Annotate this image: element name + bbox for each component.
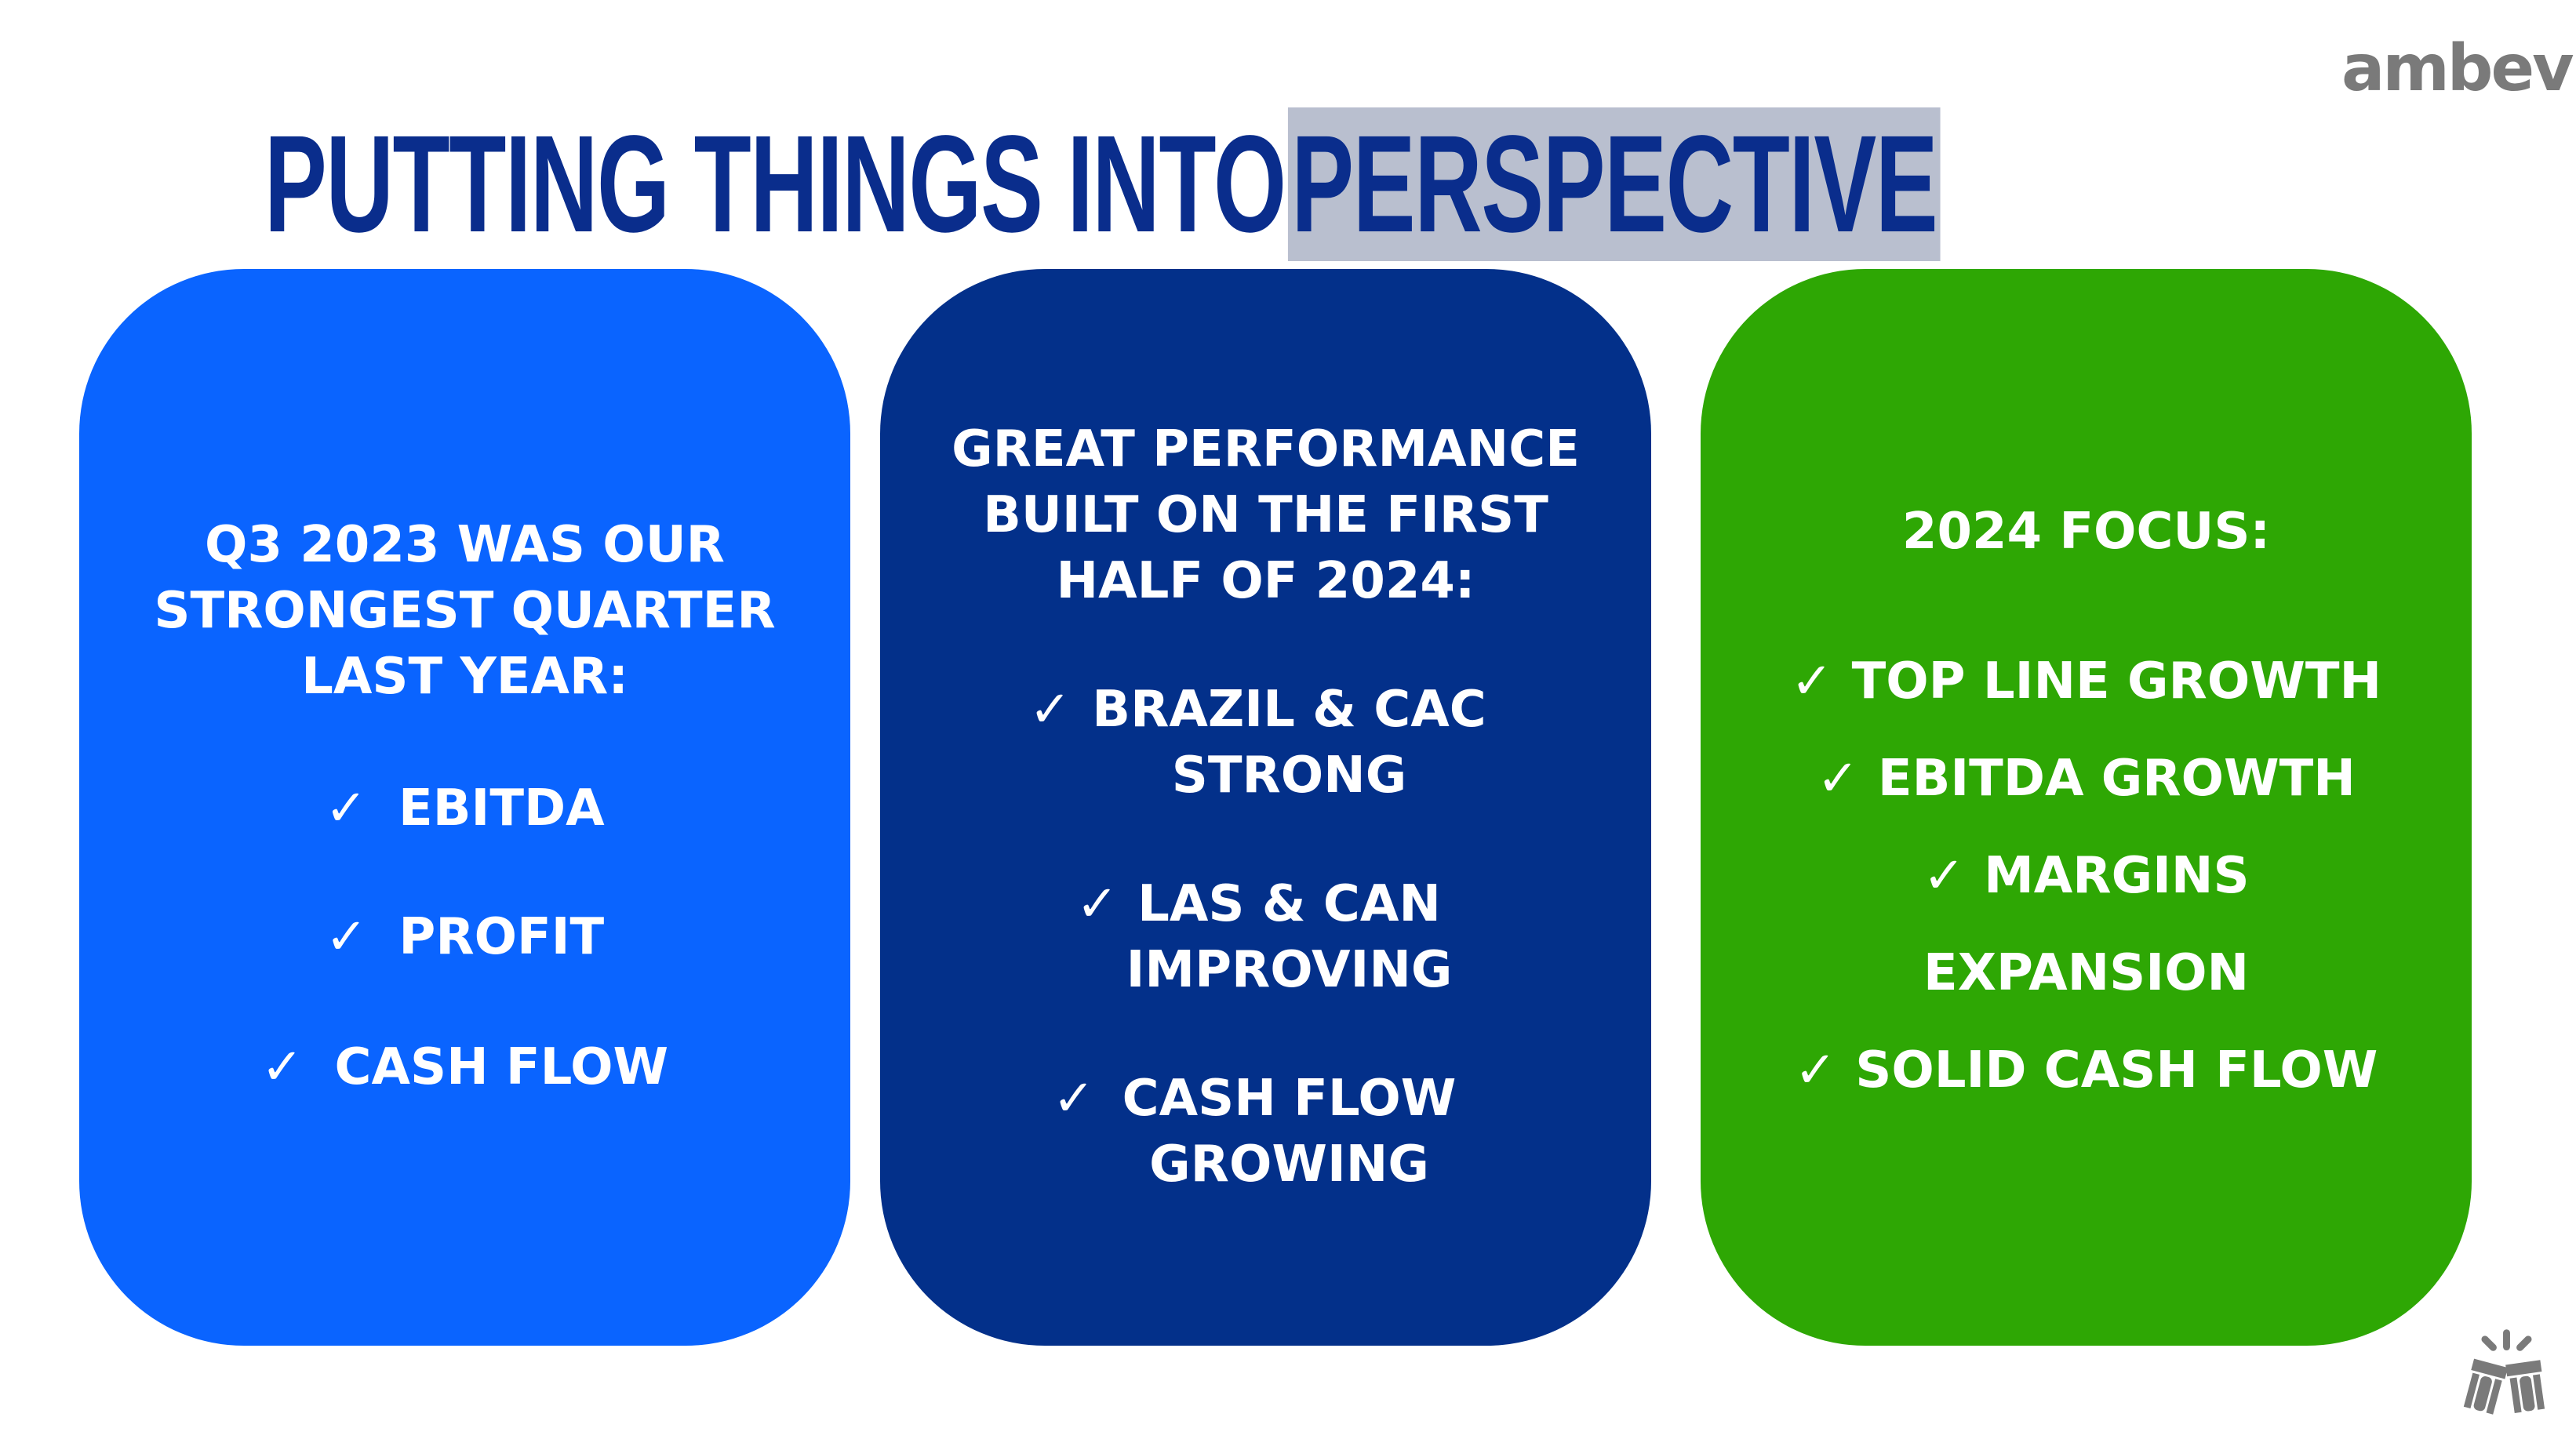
card-q3-2023: Q3 2023 WAS OUR STRONGEST QUARTER LAST Y… xyxy=(79,269,850,1346)
check-icon: ✓ xyxy=(325,908,368,966)
item-label: CASH FLOW xyxy=(334,1038,669,1096)
check-icon: ✓ xyxy=(325,779,367,838)
card-title: Q3 2023 WAS OUR STRONGEST QUARTER LAST Y… xyxy=(79,512,850,710)
title-line: STRONGEST QUARTER xyxy=(154,582,776,640)
list-item: ✓ EBITDA GROWTH xyxy=(1701,746,2472,812)
card-title: 2024 FOCUS: xyxy=(1901,503,2271,561)
card-first-half-2024: GREAT PERFORMANCE BUILT ON THE FIRST HAL… xyxy=(880,269,1651,1346)
cheers-cups-icon xyxy=(2463,1329,2545,1415)
card-2024-focus: 2024 FOCUS: ✓ TOP LINE GROWTH ✓ EBITDA GRO… xyxy=(1701,269,2472,1346)
item-label: EBITDA GROWTH xyxy=(1877,750,2356,808)
title-line: HALF OF 2024: xyxy=(1056,552,1475,610)
item-line: STRONG xyxy=(1171,747,1407,805)
list-item-continuation: EXPANSION xyxy=(1923,944,2250,1002)
item-line: CASH FLOW xyxy=(1122,1070,1457,1128)
check-icon: ✓ xyxy=(1076,875,1119,933)
card-title: GREAT PERFORMANCE BUILT ON THE FIRST HAL… xyxy=(880,416,1651,614)
ambev-logo: ambev xyxy=(2341,31,2574,106)
title-line: LAST YEAR: xyxy=(301,648,628,706)
check-icon: ✓ xyxy=(260,1038,304,1096)
title-line: BUILT ON THE FIRST xyxy=(983,486,1548,544)
list-item: ✓ PROFIT xyxy=(79,904,850,970)
check-icon: ✓ xyxy=(1923,847,1966,905)
item-line: GROWING xyxy=(1149,1136,1429,1194)
title-line: GREAT PERFORMANCE xyxy=(951,420,1580,478)
list-item: ✓ MARGINS xyxy=(1701,843,2472,909)
list-item: ✓ EBITDA xyxy=(79,776,850,841)
list-item: ✓ SOLID CASH FLOW xyxy=(1701,1037,2472,1103)
item-label: TOP LINE GROWTH xyxy=(1851,652,2382,710)
title-highlight: PERSPECTIVE xyxy=(1288,107,1941,261)
title-main: PUTTING THINGS INTO xyxy=(264,107,1286,261)
list-item: ✓ LAS & CAN IMPROVING xyxy=(880,871,1651,1003)
list-item: ✓ CASH FLOW xyxy=(79,1034,850,1100)
item-line: LAS & CAN xyxy=(1137,875,1441,933)
check-icon: ✓ xyxy=(1053,1070,1095,1128)
check-icon: ✓ xyxy=(1817,750,1859,808)
check-icon: ✓ xyxy=(1029,681,1072,739)
check-icon: ✓ xyxy=(1794,1041,1837,1099)
list-item: ✓ BRAZIL & CAC STRONG xyxy=(880,677,1651,809)
item-line: IMPROVING xyxy=(1126,941,1453,999)
item-label: EBITDA xyxy=(398,779,605,838)
list-item: ✓ CASH FLOW GROWING xyxy=(880,1066,1651,1197)
page-title: PUTTING THINGS INTO PERSPECTIVE xyxy=(264,106,1941,263)
item-label: PROFIT xyxy=(398,908,605,966)
item-label: MARGINS xyxy=(1984,847,2250,905)
item-line: BRAZIL & CAC xyxy=(1092,681,1486,739)
list-item: ✓ TOP LINE GROWTH xyxy=(1701,649,2472,714)
check-icon: ✓ xyxy=(1790,652,1833,710)
item-label: SOLID CASH FLOW xyxy=(1855,1041,2378,1099)
title-line: Q3 2023 WAS OUR xyxy=(205,516,725,574)
